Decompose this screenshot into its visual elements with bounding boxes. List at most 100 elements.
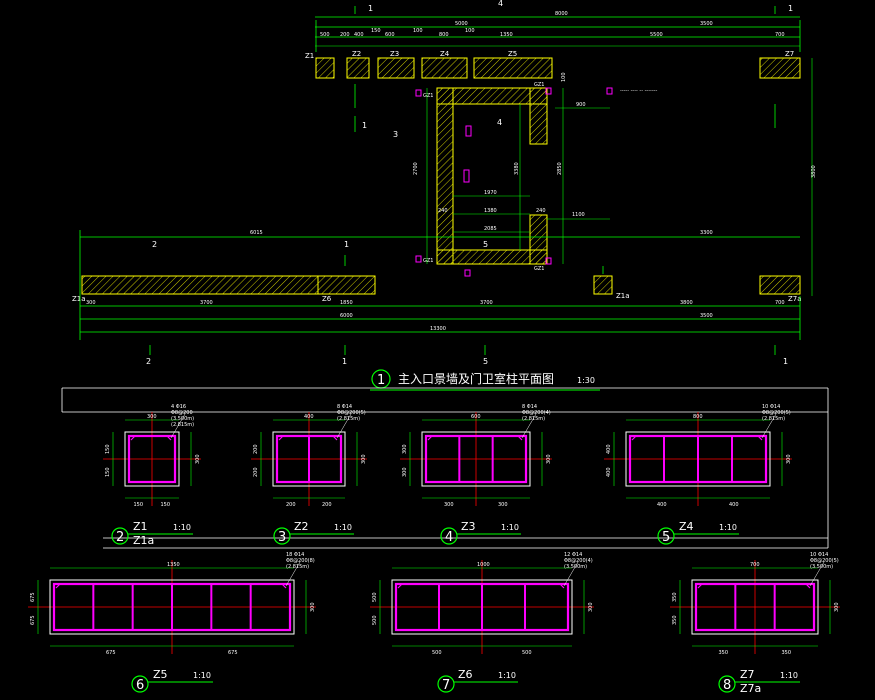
dim-text: 700 — [750, 562, 760, 568]
section-name: Z4 — [679, 520, 694, 533]
column-label: Z1a — [72, 295, 86, 303]
dim-text: 300 — [402, 467, 408, 477]
section-bubble — [718, 675, 736, 693]
rebar-callout: Φ8@200(8) — [286, 558, 315, 564]
gz-marker — [545, 257, 552, 265]
dim-text: 500 — [522, 650, 532, 656]
section-name: Z7 — [740, 668, 755, 681]
dim-text: 400 — [657, 502, 667, 508]
rebar-callout: Φ8@200(5) — [810, 558, 839, 564]
rebar-callout: Φ8@200(4) — [564, 558, 593, 564]
rebar-callout: 4 Φ16 — [171, 404, 186, 410]
dim-text: 400 — [304, 414, 314, 420]
dim-text: 675 — [30, 592, 36, 602]
dim-text: 675 — [228, 650, 238, 656]
dim-text: 6015 — [250, 230, 263, 236]
dim-text: 3500 — [700, 313, 713, 319]
column-label: Z7a — [788, 295, 802, 303]
dim-text: 350 — [672, 615, 678, 625]
section-bubble-number: 7 — [442, 678, 450, 693]
column-label: Z1 — [305, 52, 314, 60]
wall-bottom — [436, 249, 548, 265]
dim-text: 200 — [253, 444, 259, 454]
dim-text: 400 — [354, 32, 364, 38]
dim-text: 3500 — [700, 21, 713, 27]
dim-text: 200 — [322, 502, 332, 508]
section-outline — [272, 431, 346, 487]
grid-label: 1 — [783, 357, 788, 366]
dim-text: 350 — [672, 592, 678, 602]
section-bubble — [440, 527, 458, 545]
section-bubble-number: 3 — [278, 530, 286, 545]
plan-title-block: 1 主入口景墙及门卫室柱平面图 1:30 — [370, 369, 600, 391]
column-z1 — [315, 57, 335, 79]
dim-text: 600 — [385, 32, 395, 38]
dim-text: 150 — [161, 502, 171, 508]
rebar-callout: Φ8@200 — [171, 410, 193, 416]
dim-text: 300 — [786, 454, 792, 464]
gz-marker — [463, 169, 470, 183]
wall-right-upper — [529, 87, 548, 145]
section-name: Z2 — [294, 520, 309, 533]
dim-text: 100 — [561, 72, 567, 82]
dim-text: 400 — [729, 502, 739, 508]
rebar-callout: Φ8@200(5) — [762, 410, 791, 416]
dim-text: 1350 — [167, 562, 180, 568]
gz-marker — [545, 87, 552, 95]
elevation-callout: (2.815m) — [762, 416, 785, 422]
stirrup — [424, 434, 528, 484]
column-z5 — [473, 57, 553, 79]
section-name: Z5 — [153, 668, 168, 681]
dim-text: 350 — [719, 650, 729, 656]
column-label: Z4 — [440, 50, 450, 58]
dim-text: 3800 — [680, 300, 693, 306]
dim-text: 200 — [286, 502, 296, 508]
section-bubble — [131, 675, 149, 693]
dim-text: 700 — [775, 300, 785, 306]
dim-text: 3700 — [200, 300, 213, 306]
dim-text: 200 — [340, 32, 350, 38]
dim-text: 100 — [413, 28, 423, 34]
dim-text: 300 — [588, 602, 594, 612]
dim-text: 150 — [105, 467, 111, 477]
elevation-callout: (2.815m) — [337, 416, 360, 422]
dim-text: 500 — [320, 32, 330, 38]
dim-text: 300 — [310, 602, 316, 612]
elevation-callout: (2.815m) — [286, 564, 309, 570]
section-bubble-number: 6 — [136, 678, 144, 693]
dim-text: 13300 — [430, 326, 446, 332]
dim-text: 1380 — [484, 208, 497, 214]
dim-text: 3380 — [514, 162, 520, 175]
dim-text: 150 — [371, 28, 381, 34]
section-outline — [691, 579, 819, 635]
elevation-callout: (3.500m) — [810, 564, 833, 570]
dim-text: 2085 — [484, 226, 497, 232]
gz-marker — [415, 89, 422, 97]
dim-text: 100 — [465, 28, 475, 34]
grid-label: 2 — [146, 357, 151, 366]
grid-label: 1 — [788, 4, 793, 13]
section-scale: 1:10 — [498, 671, 516, 680]
column-z7a — [759, 275, 801, 295]
column-label: Z3 — [390, 50, 399, 58]
dim-text: 3800 — [811, 165, 817, 178]
plan-scale: 1:30 — [577, 376, 595, 385]
column-z3 — [377, 57, 415, 79]
elevation-callout: (3.500m) — [171, 416, 194, 422]
stirrup — [127, 434, 177, 484]
section-sub-name: Z1a — [133, 534, 154, 547]
elevation-callout: (3.500m) — [564, 564, 587, 570]
dim-text: 240 — [536, 208, 546, 214]
dim-text: 350 — [782, 650, 792, 656]
plan-view: 1 4 1 8000 5000 3500 500 200 400 150 600… — [72, 0, 817, 391]
annotation: ----- ---- -- ------- — [620, 88, 657, 94]
rebar-callout: Φ8@200(5) — [337, 410, 366, 416]
wall-left — [436, 87, 454, 265]
stirrup — [694, 582, 816, 632]
section-scale: 1:10 — [501, 523, 519, 532]
rebar-callout: 10 Φ14 — [762, 404, 780, 410]
column-label: Z2 — [352, 50, 361, 58]
